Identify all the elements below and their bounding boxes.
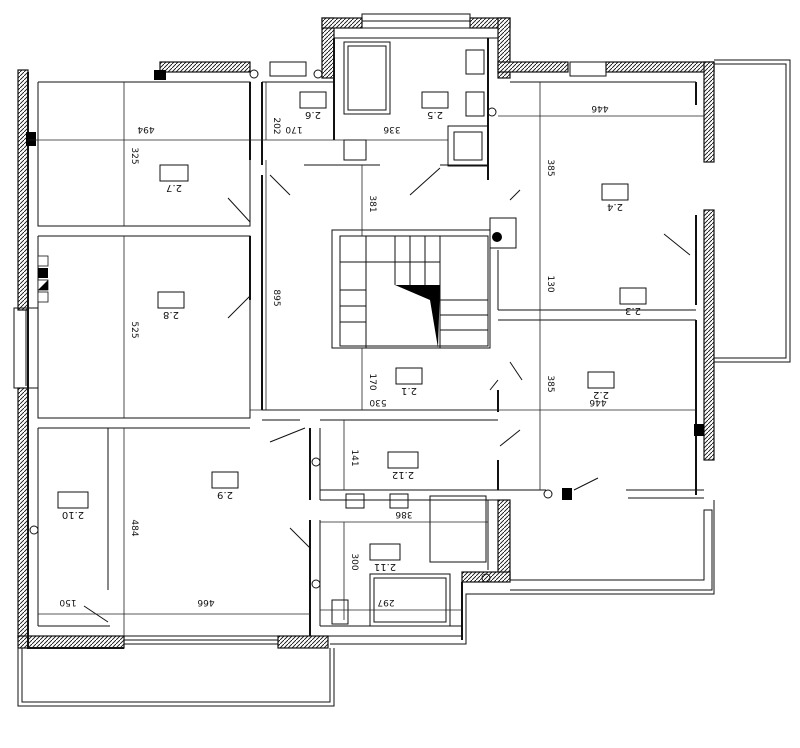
shower-25 bbox=[447, 125, 489, 167]
bathtub-25 bbox=[343, 41, 391, 115]
bathtub-211 bbox=[369, 573, 451, 627]
wall-top-left bbox=[159, 61, 251, 73]
wall-bottom-right-v bbox=[497, 499, 511, 581]
dim-336: 336 bbox=[383, 124, 400, 134]
legend-symbols bbox=[26, 70, 704, 500]
dim-130: 130 bbox=[545, 275, 555, 292]
wall-left-lower bbox=[17, 387, 29, 639]
room-label-2-2: 2.2 bbox=[593, 389, 609, 400]
wall-right-upper bbox=[703, 61, 715, 163]
dim-141: 141 bbox=[349, 449, 359, 466]
fixtures bbox=[331, 41, 517, 627]
dim-385-mid: 385 bbox=[545, 375, 555, 392]
staircase bbox=[331, 229, 491, 349]
room-label-2-4: 2.4 bbox=[607, 201, 623, 212]
wall-bump-top-left bbox=[321, 17, 363, 29]
dim-297: 297 bbox=[377, 597, 394, 607]
dim-484: 484 bbox=[129, 519, 139, 536]
dim-381: 381 bbox=[367, 195, 377, 212]
wall-top-right-b bbox=[605, 61, 715, 73]
toilet-25 bbox=[343, 139, 367, 161]
room-label-2-9: 2.9 bbox=[217, 489, 233, 500]
room-label-2-11: 2.11 bbox=[374, 561, 396, 572]
window-24 bbox=[569, 61, 607, 77]
window-26 bbox=[269, 61, 307, 77]
sink-25b bbox=[465, 91, 485, 117]
room-labels: 2.7 2.6 2.5 2.4 2.3 2.8 2.1 2.2 2.12 2.9… bbox=[57, 91, 647, 572]
sink-25a bbox=[465, 49, 485, 75]
dim-150: 150 bbox=[59, 597, 76, 607]
dim-385-top: 385 bbox=[545, 159, 555, 176]
wall-left-upper bbox=[17, 69, 29, 311]
room-label-2-1: 2.1 bbox=[401, 385, 417, 396]
dim-170-mid: 170 bbox=[367, 373, 377, 390]
room-label-2-12: 2.12 bbox=[392, 469, 414, 480]
dim-170-top: 170 bbox=[285, 124, 302, 134]
dim-325: 325 bbox=[129, 147, 139, 164]
sink-211 bbox=[345, 493, 365, 509]
boiler bbox=[489, 217, 517, 249]
dim-494-top: 494 bbox=[137, 124, 154, 134]
room-label-2-7: 2.7 bbox=[166, 182, 182, 193]
dim-525: 525 bbox=[129, 321, 139, 338]
room-label-2-3: 2.3 bbox=[625, 305, 641, 316]
dim-530: 530 bbox=[369, 397, 386, 407]
dim-300: 300 bbox=[349, 553, 359, 570]
wall-bottom-left bbox=[17, 635, 125, 649]
window-left bbox=[13, 307, 39, 389]
dimension-lines bbox=[28, 82, 704, 636]
room-label-2-8: 2.8 bbox=[163, 309, 179, 320]
dim-446-top: 446 bbox=[591, 103, 608, 113]
dim-202: 202 bbox=[271, 117, 281, 134]
toilet-211 bbox=[331, 599, 349, 625]
wall-right-mid bbox=[703, 209, 715, 461]
windows bbox=[13, 13, 607, 645]
markers bbox=[29, 69, 553, 589]
exterior-walls bbox=[17, 17, 715, 649]
wall-top-right-a bbox=[497, 61, 569, 73]
dim-446-mid: 446 bbox=[589, 397, 606, 407]
dim-895: 895 bbox=[271, 289, 281, 306]
balconies bbox=[17, 59, 791, 707]
room-label-2-10: 2.10 bbox=[62, 509, 84, 520]
room-label-2-5: 2.5 bbox=[427, 109, 443, 120]
room-label-2-6: 2.6 bbox=[305, 109, 321, 120]
sink-211b bbox=[389, 493, 409, 509]
dim-386: 386 bbox=[395, 509, 412, 519]
shower-211 bbox=[429, 495, 487, 563]
wall-bottom-mid bbox=[277, 635, 329, 649]
dim-466: 466 bbox=[197, 597, 214, 607]
dimension-texts: 494 170 336 446 202 325 381 385 130 895 … bbox=[59, 103, 608, 607]
